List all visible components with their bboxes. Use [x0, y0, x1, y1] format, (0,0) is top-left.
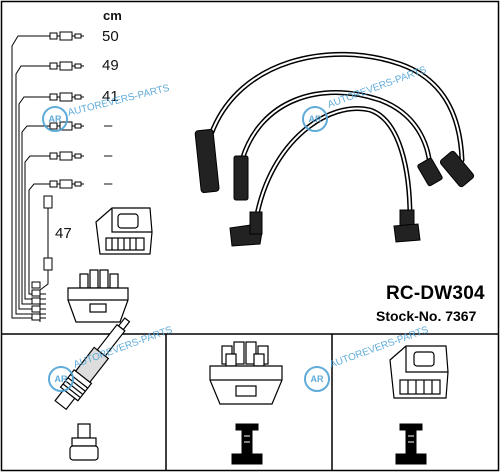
watermark-logo-icon: AR — [302, 106, 328, 132]
length-label-7: 47 — [55, 225, 72, 242]
coil-top-icon — [95, 207, 153, 255]
length-label-1: 50 — [102, 28, 119, 45]
distributor-cap-icon — [209, 341, 283, 405]
length-label-4: – — [104, 117, 113, 134]
cap-terminal-icon — [231, 423, 263, 465]
connector-row-2 — [42, 61, 84, 71]
cable-boots — [194, 129, 475, 247]
model-number: RC-DW304 — [386, 283, 485, 304]
connector-row-1 — [42, 31, 84, 41]
ignition-coil-icon — [389, 345, 449, 399]
connector-row-3 — [42, 92, 84, 102]
length-label-3: 41 — [102, 88, 119, 105]
unit-label: cm — [103, 8, 122, 23]
ignition-cables — [209, 51, 465, 223]
watermark-logo-icon: AR — [48, 366, 74, 392]
plug-terminal-icon — [69, 423, 99, 461]
coil-terminal-icon — [395, 423, 427, 465]
watermark-logo-icon: AR — [304, 366, 330, 392]
length-label-6: – — [104, 175, 113, 192]
length-bracket — [11, 35, 50, 319]
watermark-logo-icon: AR — [42, 106, 68, 132]
length-label-2: 49 — [102, 57, 119, 74]
cable-3 — [253, 106, 413, 223]
stock-number: Stock-No. 7367 — [376, 308, 477, 324]
terminal-stack — [31, 281, 41, 321]
vertical-lead — [39, 195, 53, 322]
connector-row-6 — [42, 179, 84, 189]
distributor-cap-top-icon — [67, 269, 129, 323]
connector-row-5 — [42, 151, 84, 161]
length-label-5: – — [104, 147, 113, 164]
